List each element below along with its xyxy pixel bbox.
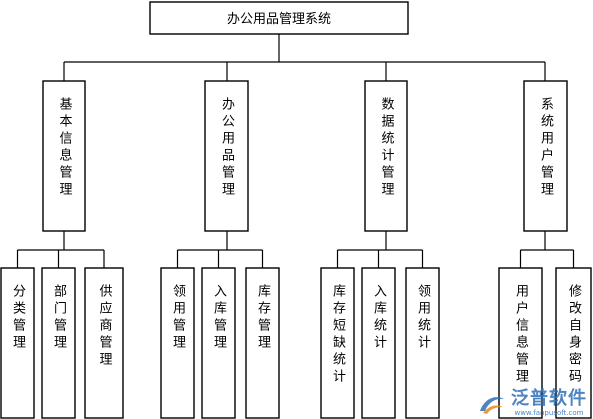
- leaf-node-0-1-label: 部门管理: [51, 284, 67, 352]
- watermark-url: www.fanpusoft.com: [514, 409, 584, 417]
- branch-node-2: 数据统计管理: [364, 80, 408, 232]
- root-node-label: 办公用品管理系统: [227, 12, 331, 27]
- leaf-node-0-2: 供应商管理: [84, 267, 124, 419]
- leaf-node-1-2-box: [245, 267, 280, 419]
- branch-node-0-box: [42, 80, 86, 232]
- branch-node-1: 办公用品管理: [204, 80, 249, 232]
- leaf-node-0-0-box: [0, 267, 35, 419]
- branch-node-3: 系统用户管理: [523, 80, 568, 232]
- branch-node-0-label: 基本信息管理: [57, 97, 73, 199]
- leaf-node-2-0: 库存短缺统计: [320, 267, 355, 419]
- branch-node-0: 基本信息管理: [42, 80, 86, 232]
- leaf-node-0-2-box: [84, 267, 124, 419]
- root-node: 办公用品管理系统: [149, 1, 409, 35]
- branch-node-2-box: [364, 80, 408, 232]
- leaf-node-3-1-box: [555, 267, 592, 419]
- leaf-node-2-2-label: 领用统计: [415, 284, 431, 352]
- leaf-node-1-0: 领用管理: [160, 267, 195, 419]
- leaf-node-3-0: 用户信息管理: [498, 267, 543, 419]
- watermark-name: 泛普软件: [511, 388, 587, 409]
- leaf-node-1-2-label: 库存管理: [255, 283, 271, 352]
- leaf-node-1-1-label: 入库管理: [211, 284, 227, 352]
- leaf-node-0-0: 分类管理: [0, 267, 35, 419]
- fanpu-logo-icon: [480, 396, 504, 414]
- leaf-node-1-0-box: [160, 267, 195, 419]
- leaf-node-1-1: 入库管理: [201, 267, 236, 419]
- branch-node-3-box: [523, 80, 568, 232]
- leaf-node-3-0-label: 用户信息管理: [513, 284, 529, 386]
- branch-node-1-label: 办公用品管理: [219, 97, 235, 199]
- leaf-node-2-1-label: 入库统计: [371, 284, 387, 352]
- leaf-node-0-1: 部门管理: [41, 267, 76, 419]
- leaf-node-1-1-box: [201, 267, 236, 419]
- connector-lines: [16, 34, 575, 268]
- leaf-node-1-2: 库存管理: [245, 267, 280, 419]
- leaf-node-1-0-label: 领用管理: [170, 284, 186, 352]
- leaf-node-0-0-label: 分类管理: [10, 284, 26, 352]
- leaf-node-2-0-label: 库存短缺统计: [330, 283, 346, 386]
- leaf-node-2-2-box: [405, 267, 440, 419]
- branch-node-3-label: 系统用户管理: [538, 97, 554, 199]
- watermark: 泛普软件 www.fanpusoft.com: [477, 390, 587, 417]
- leaf-node-2-0-box: [320, 267, 355, 419]
- leaf-node-2-1-box: [361, 267, 396, 419]
- root-node-box: [149, 1, 409, 35]
- leaf-node-3-0-box: [498, 267, 543, 419]
- leaf-node-0-2-label: 供应商管理: [97, 284, 113, 369]
- leaf-node-2-1: 入库统计: [361, 267, 396, 419]
- branch-node-2-label: 数据统计管理: [379, 97, 395, 199]
- leaf-node-3-1: 修改自身密码: [555, 267, 592, 419]
- branch-node-1-box: [204, 80, 249, 232]
- leaf-node-0-1-box: [41, 267, 76, 419]
- leaf-node-3-1-label: 修改自身密码: [566, 284, 582, 386]
- leaf-node-2-2: 领用统计: [405, 267, 440, 419]
